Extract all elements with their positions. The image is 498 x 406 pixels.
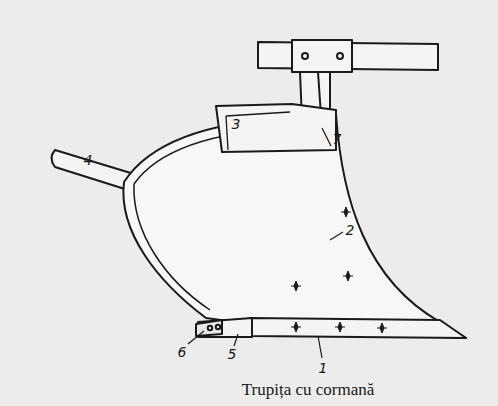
callout-number: 4 <box>84 153 93 167</box>
callout-number: 3 <box>232 117 241 131</box>
leader-line <box>234 334 238 346</box>
callout-number: 5 <box>228 347 237 361</box>
handle-rod <box>52 150 135 190</box>
leader-line <box>330 232 343 240</box>
beam-clamp <box>292 40 352 72</box>
callout-number: 2 <box>346 223 355 237</box>
caption: Trupița cu cormană <box>242 381 375 398</box>
callout-number: 1 <box>319 361 328 375</box>
leader-line <box>188 331 204 344</box>
leader-line <box>318 336 322 358</box>
callout-number: 7 <box>333 132 342 146</box>
callout-number: 6 <box>178 345 187 359</box>
bracket <box>216 104 336 152</box>
mouldboard-edge <box>134 128 290 310</box>
leader-line <box>322 128 331 146</box>
share <box>250 318 466 338</box>
